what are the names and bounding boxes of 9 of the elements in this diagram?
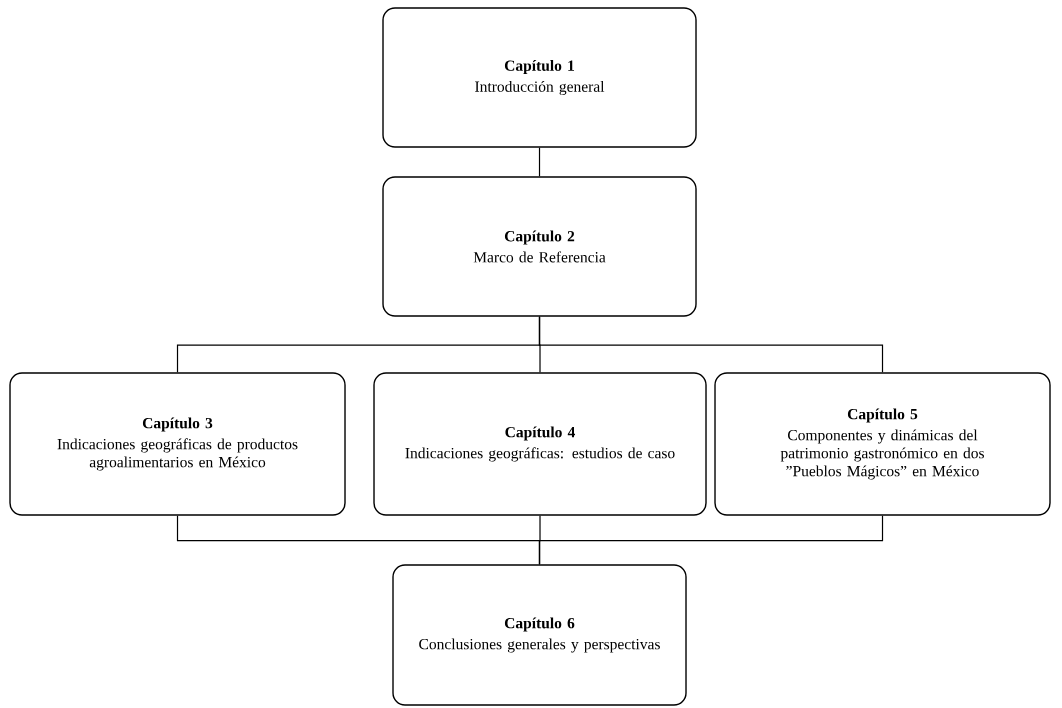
connector	[538, 316, 884, 373]
chapter-box: Capítulo 2 Marco de Referencia	[382, 176, 697, 317]
chapter-box: Capítulo 1 Introducción general	[382, 7, 697, 148]
connector	[538, 515, 884, 565]
connector	[538, 147, 541, 177]
chapter-box: Capítulo 4 Indicaciones geográficas: estudios de caso	[373, 372, 707, 516]
chapter-box: Capítulo 6 Conclusiones generales y perspectivas	[392, 564, 687, 706]
chapter-box: Capítulo 3 Indicaciones geográficas de productos agroalimentarios en México	[9, 372, 346, 516]
chapter-box: Capítulo 5 Componentes y dinámicas del patrimonio gastronómico en dos ”Pueblos Mágicos” en México	[714, 372, 1051, 516]
